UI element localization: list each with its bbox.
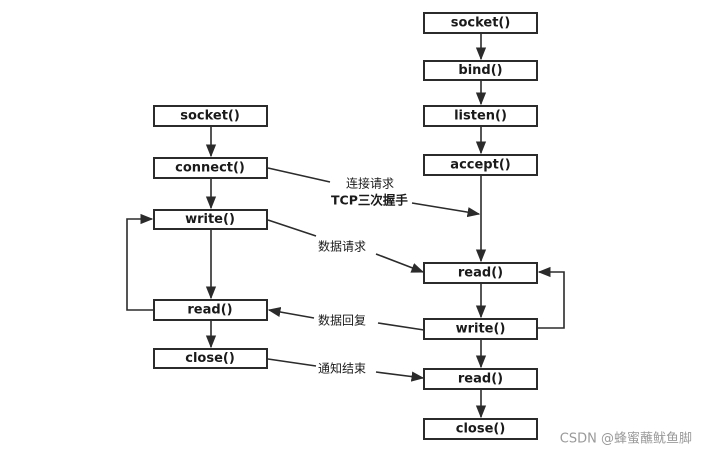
data-request-label: 数据请求 [318,239,366,254]
server-close-label: close() [456,422,506,437]
server-close-box: close() [423,418,538,440]
server-bind-label: bind() [458,63,502,78]
client-connect-label: connect() [175,161,245,176]
edge-write-request-a [267,219,317,237]
client-connect-box: connect() [153,157,268,179]
client-socket-label: socket() [180,109,240,124]
server-accept-box: accept() [423,154,538,176]
data-reply-label: 数据回复 [318,313,366,328]
server-listen-box: listen() [423,105,538,127]
server-read-label: read() [458,266,503,281]
server-write-label: write() [456,322,506,337]
client-socket-box: socket() [153,105,268,127]
server-read-box-2: read() [423,368,538,390]
server-socket-box: socket() [423,12,538,34]
edge-close-notify-b [375,371,425,382]
edge-reply-b [267,306,315,319]
watermark: CSDN @蜂蜜蘸鱿鱼脚 [560,431,692,447]
server-bind-box: bind() [423,60,538,81]
server-write-box: write() [423,318,538,340]
edge-connect-handshake [267,167,331,183]
client-read-label: read() [187,303,232,318]
server-read-label-2: read() [458,372,503,387]
client-close-label: close() [185,351,235,366]
client-write-label: write() [185,212,235,227]
client-close-box: close() [153,348,268,369]
server-socket-label: socket() [451,16,511,31]
edge-client-loop [126,213,154,311]
notify-end-label: 通知结束 [318,362,366,376]
edge-reply-a [377,322,425,331]
edge-server-loop [537,266,565,329]
edge-write-request-b [375,253,425,273]
tcp-handshake-label: TCP三次握手 [331,193,408,208]
edge-handshake-accept [411,202,481,218]
connect-request-label: 连接请求 [346,176,394,191]
server-read-box: read() [423,262,538,284]
client-read-box: read() [153,299,268,321]
client-write-box: write() [153,209,268,230]
edge-close-notify-a [267,358,317,367]
server-listen-label: listen() [454,109,507,124]
server-accept-label: accept() [450,158,510,173]
